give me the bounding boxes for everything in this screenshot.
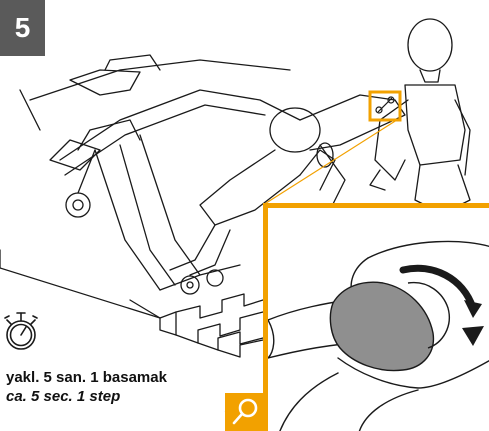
step-number-badge: 5 xyxy=(0,0,45,56)
stopwatch-icon xyxy=(4,312,38,350)
magnifier-icon xyxy=(232,398,258,425)
step-number: 5 xyxy=(14,12,31,43)
duration-caption: yakl. 5 san. 1 basamak ca. 5 sec. 1 step xyxy=(6,368,167,406)
wrench-icon xyxy=(375,96,395,114)
duration-text-en: ca. 5 sec. 1 step xyxy=(6,388,121,405)
zoom-detail-panel xyxy=(263,203,489,431)
magnifier-badge xyxy=(225,393,265,431)
handle-grip-detail xyxy=(268,240,489,431)
duration-text-tr: yakl. 5 san. 1 basamak xyxy=(6,369,167,386)
